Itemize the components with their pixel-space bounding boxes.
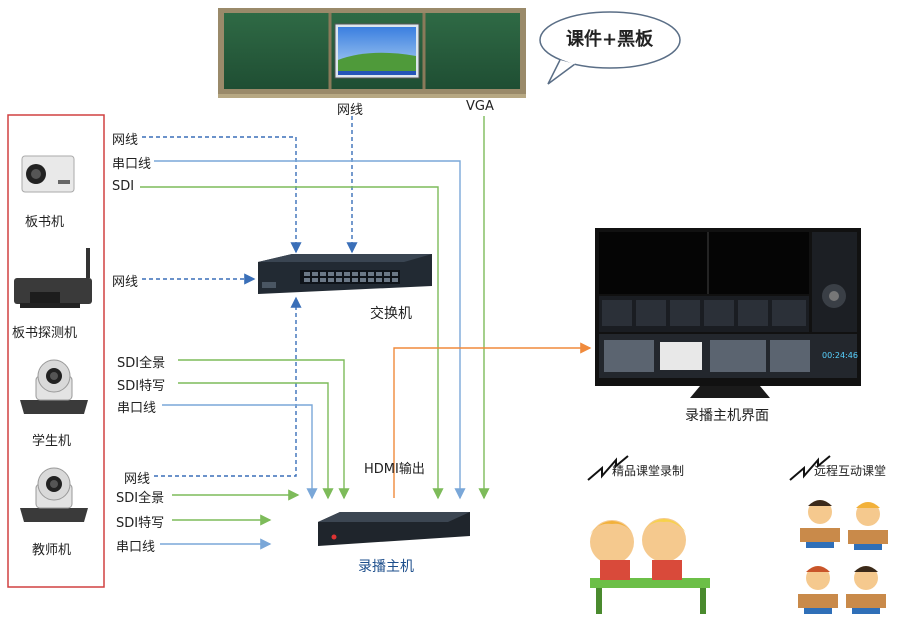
label-top-net: 网线 bbox=[112, 133, 139, 148]
label-serial-3: 串口线 bbox=[116, 540, 156, 555]
label-sdi-pano-1: SDI全景 bbox=[117, 356, 166, 371]
scene-label-recording: 精品课堂录制 bbox=[612, 464, 685, 478]
label-sdi-close-2: SDI特写 bbox=[116, 516, 165, 531]
monitor-clock: 00:24:46 bbox=[822, 351, 858, 360]
label-serial-2: 串口线 bbox=[117, 401, 157, 416]
switch-label: 交换机 bbox=[370, 306, 412, 322]
monitor-label: 录播主机界面 bbox=[685, 408, 769, 424]
label-sdi-pano-2: SDI全景 bbox=[116, 491, 165, 506]
blackboard-net-label: 网线 bbox=[337, 103, 364, 118]
connection-lines bbox=[140, 116, 592, 550]
label-mid-net: 网线 bbox=[112, 275, 139, 290]
student-camera-icon bbox=[20, 359, 88, 414]
device-label-student: 学生机 bbox=[32, 434, 72, 449]
students-reading-illustration bbox=[590, 518, 710, 614]
bubble-text: 课件+黑板 bbox=[566, 29, 654, 50]
device-label-board-camera: 板书机 bbox=[25, 215, 65, 230]
device-label-teacher: 教师机 bbox=[32, 543, 72, 558]
scene-label-remote: 远程互动课堂 bbox=[814, 464, 887, 478]
speech-bubble bbox=[539, 11, 681, 85]
teacher-camera-icon bbox=[20, 467, 88, 522]
recorder-monitor bbox=[595, 228, 861, 398]
recorder-label: 录播主机 bbox=[358, 559, 414, 575]
network-switch-icon bbox=[258, 254, 432, 294]
scene-mark-2 bbox=[789, 455, 831, 481]
camera-board-icon bbox=[21, 155, 75, 193]
label-hdmi-out: HDMI输出 bbox=[364, 462, 425, 477]
scene-mark-1 bbox=[587, 455, 629, 481]
label-sdi-close-1: SDI特写 bbox=[117, 379, 166, 394]
board-detector-icon bbox=[14, 248, 92, 308]
label-bottom-net: 网线 bbox=[124, 472, 151, 487]
blackboard bbox=[218, 8, 526, 98]
recorder-host-icon bbox=[318, 512, 470, 546]
blackboard-vga-label: VGA bbox=[466, 99, 494, 114]
device-label-board-detector: 板书探测机 bbox=[12, 326, 78, 341]
remote-classroom-illustration bbox=[798, 500, 888, 614]
device-group-frame bbox=[7, 114, 105, 588]
label-top-sdi: SDI bbox=[112, 179, 135, 194]
label-top-serial: 串口线 bbox=[112, 157, 152, 172]
